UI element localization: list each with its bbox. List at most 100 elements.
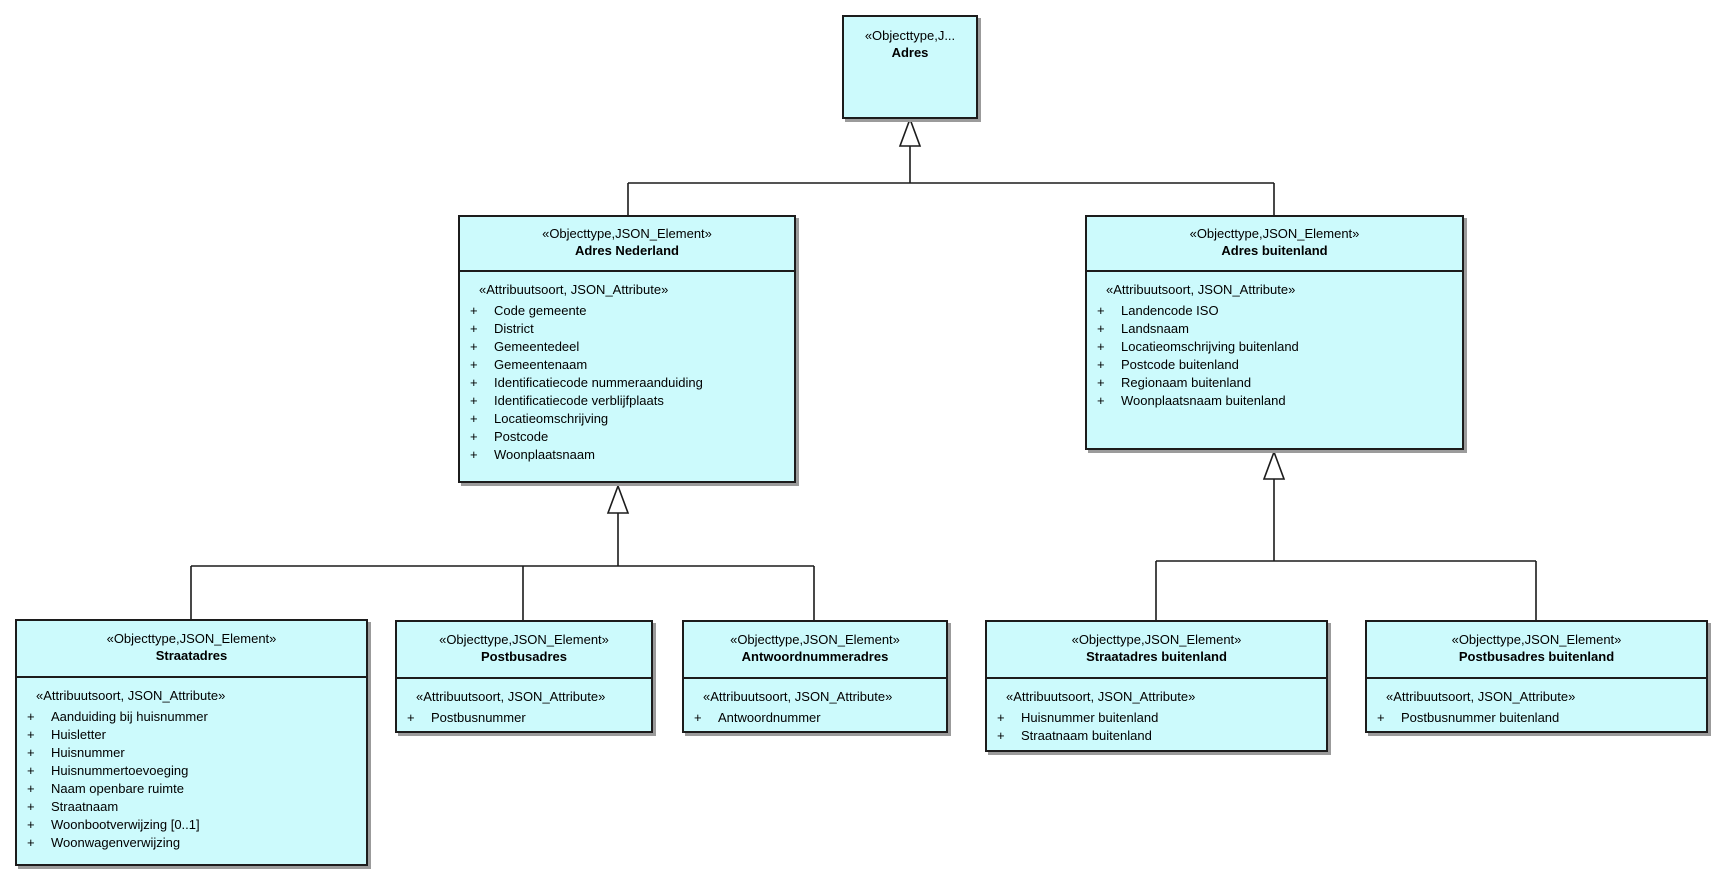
class-box-adres[interactable]: «Objecttype,J... Adres xyxy=(842,15,978,119)
attribute-list: + Landencode ISO + Landsnaam +Locatieomschri… xyxy=(1095,302,1454,410)
class-box-postbusadres-buitenland[interactable]: «Objecttype,JSON_Element» Postbusadres b… xyxy=(1365,620,1708,733)
attribute-row: +Huisnummer xyxy=(25,744,358,762)
attribute-row: +Locatieomschrijving buitenland xyxy=(1095,338,1454,356)
attribute-row: + Locatieomschrijving xyxy=(468,410,786,428)
attribute-row: +Straatnaam buitenland xyxy=(995,727,1318,745)
class-name: Postbusadres buitenland xyxy=(1458,649,1615,664)
generalization-adres-buitenland-children[interactable] xyxy=(1155,449,1537,621)
class-header: «Objecttype,JSON_Element» Postbusadres xyxy=(397,622,651,679)
attribute-row: +Naam openbare ruimte xyxy=(25,780,358,798)
class-header: «Objecttype,JSON_Element» Adres Nederlan… xyxy=(460,217,794,272)
visibility-symbol: + xyxy=(470,447,478,462)
attribute-list: +Aanduiding bij huisnummer+Huisletter+Hu… xyxy=(25,708,358,852)
attribute-name: Huisnummer xyxy=(51,745,125,760)
attribute-row: +Identificatiecode nummeraanduiding xyxy=(468,374,786,392)
visibility-symbol: + xyxy=(27,835,35,850)
attribute-row: + Woonplaatsnaam xyxy=(468,446,786,464)
attribute-row: +Huisnummertoevoeging xyxy=(25,762,358,780)
generalization-arrowhead-icon xyxy=(606,483,630,514)
visibility-symbol: + xyxy=(27,763,35,778)
generalization-adres-children[interactable] xyxy=(627,116,1275,216)
attribute-row: + Gemeentedeel xyxy=(468,338,786,356)
attribute-list: +Postbusnummer buitenland xyxy=(1375,709,1698,727)
attribute-name: Antwoordnummer xyxy=(718,710,821,725)
class-header: «Objecttype,JSON_Element» Postbusadres b… xyxy=(1367,622,1706,679)
generalization-arrowhead-icon xyxy=(1262,449,1286,480)
attribute-compartment: «Attribuutsoort, JSON_Attribute» +Postbu… xyxy=(1367,679,1706,727)
attribute-name: Naam openbare ruimte xyxy=(51,781,184,796)
attribute-list: +Postbusnummer xyxy=(405,709,643,727)
attribute-name: Woonbootverwijzing [0..1] xyxy=(51,817,200,832)
attribute-name: Gemeentedeel xyxy=(494,339,580,354)
class-box-straatadres[interactable]: «Objecttype,JSON_Element» Straatadres «A… xyxy=(15,619,368,866)
class-name: Adres Nederland xyxy=(574,243,680,258)
attribute-name: Identificatiecode verblijfplaats xyxy=(494,393,664,408)
class-stereotype: «Objecttype,JSON_Element» xyxy=(542,226,712,241)
generalization-adres-nederland-children[interactable] xyxy=(190,483,815,621)
class-name: Straatadres xyxy=(155,648,228,663)
attribute-name: Woonplaatsnaam xyxy=(494,447,595,462)
attribute-name: Aanduiding bij huisnummer xyxy=(51,709,208,724)
attribute-row: +District xyxy=(468,320,786,338)
attribute-name: Huisnummer buitenland xyxy=(1021,710,1159,725)
attribute-compartment: «Attribuutsoort, JSON_Attribute» +Code g… xyxy=(460,272,794,464)
class-box-straatadres-buitenland[interactable]: «Objecttype,JSON_Element» Straatadres bu… xyxy=(985,620,1328,752)
attribute-stereotype: «Attribuutsoort, JSON_Attribute» xyxy=(36,688,226,703)
attribute-row: + Aanduiding bij huisnummer xyxy=(25,708,358,726)
class-header: «Objecttype,JSON_Element» Antwoordnummer… xyxy=(684,622,946,679)
attribute-list: +Code gemeente+District+Gemeentedeel+Gem… xyxy=(468,302,786,464)
class-header: «Objecttype,J... Adres xyxy=(844,17,976,62)
connector-line xyxy=(627,146,1275,216)
attribute-row: + Woonbootverwijzing [0..1] xyxy=(25,816,358,834)
visibility-symbol: + xyxy=(27,709,35,724)
visibility-symbol: + xyxy=(27,799,35,814)
class-name: Antwoordnummeradres xyxy=(741,649,889,664)
attribute-stereotype: «Attribuutsoort, JSON_Attribute» xyxy=(1106,282,1296,297)
class-stereotype: «Objecttype,JSON_Element» xyxy=(1451,632,1622,647)
attribute-row: +Regionaam buitenland xyxy=(1095,374,1454,392)
attribute-name: Postcode xyxy=(494,429,549,444)
class-box-postbusadres[interactable]: «Objecttype,JSON_Element» Postbusadres «… xyxy=(395,620,653,733)
attribute-name: Postbusnummer xyxy=(431,710,526,725)
attribute-compartment: «Attribuutsoort, JSON_Attribute» + Aandui… xyxy=(17,678,366,852)
class-stereotype: «Objecttype,JSON_Element» xyxy=(1071,632,1242,647)
attribute-stereotype: «Attribuutsoort, JSON_Attribute» xyxy=(1386,689,1576,704)
connector-line xyxy=(190,513,815,621)
attribute-name: Code gemeente xyxy=(494,303,587,318)
visibility-symbol: + xyxy=(470,339,478,354)
visibility-symbol: + xyxy=(1097,339,1105,354)
attribute-compartment: «Attribuutsoort, JSON_Attribute» + Huisnu… xyxy=(987,679,1326,745)
class-box-antwoordnummeradres[interactable]: «Objecttype,JSON_Element» Antwoordnummer… xyxy=(682,620,948,733)
attribute-row: +Identificatiecode verblijfplaats xyxy=(468,392,786,410)
attribute-name: Locatieomschrijving xyxy=(494,411,609,426)
attribute-row: +Gemeentenaam xyxy=(468,356,786,374)
attribute-stereotype: «Attribuutsoort, JSON_Attribute» xyxy=(1006,689,1196,704)
visibility-symbol: + xyxy=(470,321,478,336)
visibility-symbol: + xyxy=(997,728,1005,743)
class-box-adres-buitenland[interactable]: «Objecttype,JSON_Element» Adres buitenla… xyxy=(1085,215,1464,450)
attribute-name: Regionaam buitenland xyxy=(1121,375,1252,390)
visibility-symbol: + xyxy=(1097,303,1105,318)
class-box-adres-nederland[interactable]: «Objecttype,JSON_Element» Adres Nederlan… xyxy=(458,215,796,483)
attribute-compartment: «Attribuutsoort, JSON_Attribute» + Landen… xyxy=(1087,272,1462,410)
attribute-name: Straatnaam xyxy=(51,799,119,814)
generalization-arrowhead-icon xyxy=(898,116,922,147)
attribute-name: Landsnaam xyxy=(1121,321,1189,336)
visibility-symbol: + xyxy=(470,411,478,426)
class-stereotype: «Objecttype,J... xyxy=(864,28,956,43)
class-name: Straatadres buitenland xyxy=(1086,649,1227,664)
visibility-symbol: + xyxy=(470,375,478,390)
visibility-symbol: + xyxy=(997,710,1005,725)
class-stereotype: «Objecttype,JSON_Element» xyxy=(439,632,609,647)
attribute-row: + Huisnummer buitenland xyxy=(995,709,1318,727)
class-stereotype: «Objecttype,JSON_Element» xyxy=(106,631,277,646)
attribute-name: Gemeentenaam xyxy=(494,357,588,372)
attribute-row: +Postbusnummer xyxy=(405,709,643,727)
attribute-row: +Postbusnummer buitenland xyxy=(1375,709,1698,727)
visibility-symbol: + xyxy=(27,817,35,832)
class-name: Postbusadres xyxy=(481,649,567,664)
attribute-name: Landencode ISO xyxy=(1121,303,1219,318)
class-header: «Objecttype,JSON_Element» Adres buitenla… xyxy=(1087,217,1462,272)
visibility-symbol: + xyxy=(1097,393,1105,408)
